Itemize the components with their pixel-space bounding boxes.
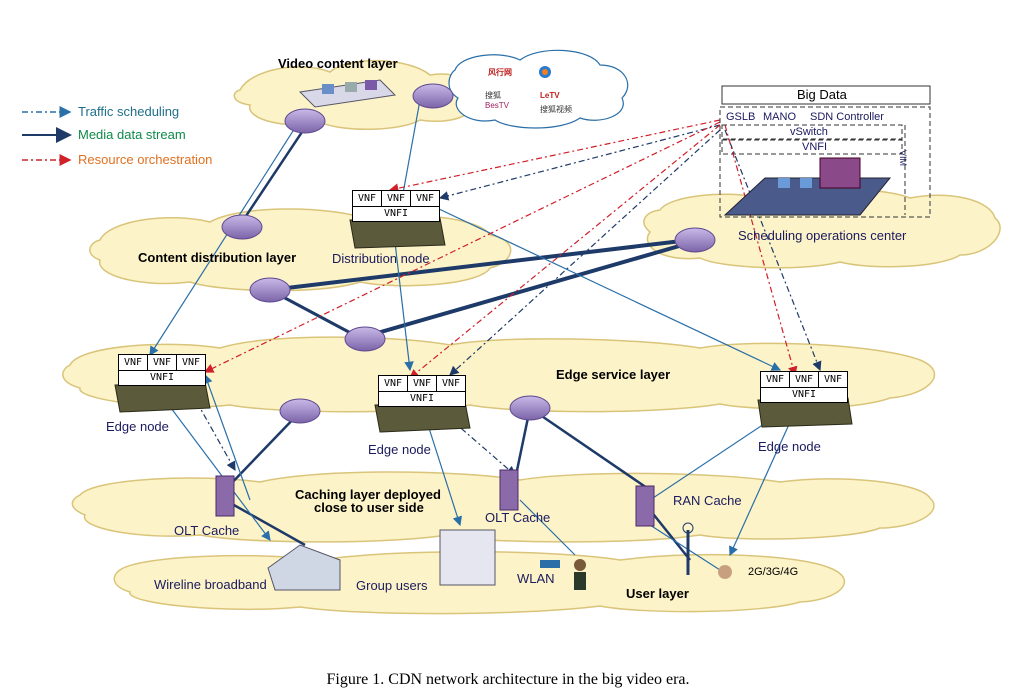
label-edge-node-right: Edge node (758, 439, 821, 454)
big-data-title: Big Data (797, 87, 847, 102)
building-icon (439, 529, 496, 586)
legend-media-data-stream: Media data stream (78, 127, 186, 142)
label-wlan: WLAN (517, 571, 555, 586)
vnf-cell: VNF (415, 193, 435, 204)
vnf-cell: VNF (353, 191, 382, 206)
layer-caching-2: close to user side (314, 500, 424, 515)
cell-tower-icon (682, 522, 694, 575)
wlan-router-icon (540, 560, 560, 568)
vnf-cell: VNF (761, 372, 790, 387)
layer-user: User layer (626, 586, 689, 601)
vnfi-row: VNFI (379, 391, 465, 406)
big-data-mano: MANO (763, 111, 796, 123)
vnf-cell: VNF (382, 191, 411, 206)
legend-resource-orchestration: Resource orchestration (78, 152, 213, 167)
svg-text:搜狐: 搜狐 (485, 90, 501, 100)
vnfi-row: VNFI (119, 370, 205, 385)
vnf-cell: VNF (823, 374, 843, 385)
label-edge-node-left: Edge node (106, 419, 169, 434)
vnf-cell: VNF (181, 357, 201, 368)
layer-content-distribution: Content distribution layer (138, 250, 297, 265)
label-scheduling-center: Scheduling operations center (738, 228, 907, 243)
big-data-sdn-controller: SDN Controller (810, 111, 884, 123)
vnf-cell: VNF (790, 372, 819, 387)
label-edge-node-mid: Edge node (368, 442, 431, 457)
svg-text:搜狐视频: 搜狐视频 (540, 104, 572, 114)
label-ran-cache: RAN Cache (673, 493, 742, 508)
router-icon (344, 326, 386, 352)
big-data-vim: VIM (898, 150, 908, 167)
big-data-frame (719, 106, 931, 218)
scheduling-links (189, 124, 822, 476)
legend-lines (22, 106, 72, 166)
big-data-gslb: GSLB (726, 111, 756, 123)
router-icon (509, 395, 551, 421)
label-olt-cache-mid: OLT Cache (485, 510, 551, 525)
cache-towers (215, 469, 655, 527)
label-wireline-broadband: Wireline broadband (154, 577, 267, 592)
cloud-content-sites (448, 49, 629, 129)
svg-text:风行网: 风行网 (488, 67, 512, 77)
layer-caching-1: Caching layer deployed (295, 487, 441, 502)
svg-text:BesTV: BesTV (485, 101, 510, 110)
vnf-cell: VNF (379, 376, 408, 391)
vnf-cell: VNF (148, 355, 177, 370)
label-olt-cache-left: OLT Cache (174, 523, 240, 538)
server-stacks (114, 217, 853, 433)
legend-traffic-scheduling: Traffic scheduling (78, 104, 180, 119)
layer-edge-service: Edge service layer (556, 367, 671, 382)
router-icon (221, 214, 263, 240)
scheduling-platform-icon (723, 157, 892, 216)
vnf-cell: VNF (408, 376, 437, 391)
router-icon (249, 277, 291, 303)
layer-video-content: Video content layer (278, 56, 398, 71)
user-person-icon (574, 559, 586, 590)
vnfi-row: VNFI (761, 387, 847, 402)
big-data-vswitch: vSwitch (790, 126, 828, 138)
label-group-users: Group users (356, 578, 428, 593)
figure-caption: Figure 1. CDN network architecture in th… (326, 671, 690, 688)
content-provider-logos: 风行网 搜狐 BesTV LeTV 搜狐视频 (485, 66, 572, 114)
label-mobile-network: 2G/3G/4G (748, 566, 799, 578)
big-data-vnfi: VNFI (802, 141, 828, 153)
vnfi-row: VNFI (353, 206, 439, 221)
big-data-title-box (721, 85, 931, 105)
router-icon (412, 83, 454, 109)
mobile-user-icon (718, 565, 732, 579)
house-icon (267, 544, 341, 591)
routers (221, 83, 716, 424)
content-server-icon (298, 79, 397, 108)
label-distribution-node: Distribution node (332, 251, 430, 266)
traffic-links (149, 99, 801, 571)
orchestration-links (203, 119, 798, 379)
svg-text:LeTV: LeTV (540, 91, 560, 100)
vnf-cell: VNF (441, 378, 461, 389)
user-icons (267, 522, 732, 591)
router-icon (284, 108, 326, 134)
router-icon (674, 227, 716, 253)
router-icon (279, 398, 321, 424)
vnf-cell: VNF (119, 355, 148, 370)
